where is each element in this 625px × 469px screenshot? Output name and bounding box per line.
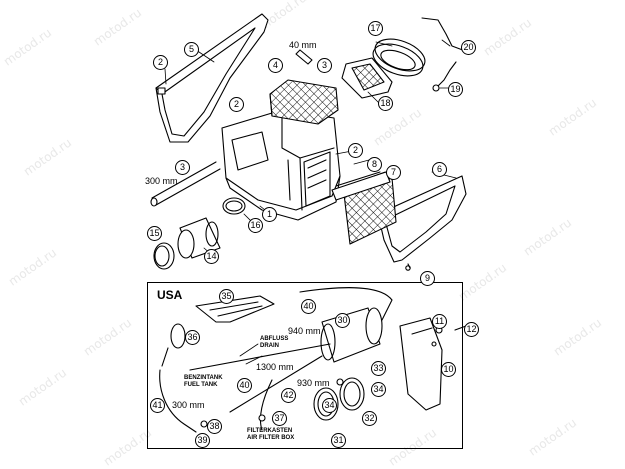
callout-15: 15	[147, 226, 162, 241]
callout-32: 32	[362, 411, 377, 426]
callout-16: 16	[248, 218, 263, 233]
callout-9: 9	[420, 271, 435, 286]
callout-14: 14	[204, 249, 219, 264]
callout-5: 5	[184, 42, 199, 57]
callout-6: 6	[432, 162, 447, 177]
dimension-label: 940 mm	[288, 326, 321, 336]
callout-7: 7	[386, 165, 401, 180]
callout-19: 19	[448, 82, 463, 97]
callout-17: 17	[368, 21, 383, 36]
filter-frame	[341, 57, 393, 99]
callout-2: 2	[348, 143, 363, 158]
callout-35: 35	[219, 289, 234, 304]
callout-36: 36	[185, 330, 200, 345]
callout-34: 34	[371, 382, 386, 397]
inset-bracket-35	[195, 295, 275, 323]
hose-clamp-16	[222, 197, 246, 215]
gasket	[331, 171, 391, 201]
callout-10: 10	[441, 362, 456, 377]
callout-8: 8	[367, 157, 382, 172]
dimension-label: 1300 mm	[256, 362, 294, 372]
dimension-label: 300 mm	[172, 400, 205, 410]
inset-leader-lines	[239, 343, 263, 365]
inset-valves	[200, 378, 344, 428]
callout-12: 12	[464, 322, 479, 337]
dimension-label: 930 mm	[297, 378, 330, 388]
sleeve-40mm	[295, 49, 313, 65]
callout-37: 37	[272, 411, 287, 426]
dimension-label: 300 mm	[145, 176, 178, 186]
callout-39: 39	[195, 433, 210, 448]
callout-18: 18	[378, 96, 393, 111]
callout-34: 34	[322, 398, 337, 413]
mud-flap	[399, 317, 443, 411]
hose-clamp-15	[153, 242, 175, 270]
inset-title: USA	[157, 288, 183, 302]
left-side-cover	[155, 13, 269, 143]
callout-2: 2	[153, 55, 168, 70]
usa-version-inset	[147, 282, 463, 449]
callout-40: 40	[237, 378, 252, 393]
filter-foam-ring	[372, 38, 426, 77]
callout-40: 40	[301, 299, 316, 314]
callout-38: 38	[207, 419, 222, 434]
hose-300mm	[150, 161, 221, 207]
right-side-cover	[377, 175, 467, 271]
airbox-housing	[221, 109, 341, 221]
dimension-label: 40 mm	[289, 40, 317, 50]
callout-42: 42	[281, 388, 296, 403]
callout-30: 30	[335, 313, 350, 328]
callout-2: 2	[229, 97, 244, 112]
callout-3: 3	[175, 160, 190, 175]
callout-3: 3	[317, 58, 332, 73]
callout-33: 33	[371, 361, 386, 376]
callout-31: 31	[331, 433, 346, 448]
retaining-wire	[421, 17, 469, 92]
air-filter-element	[269, 79, 339, 125]
intake-boot	[177, 217, 221, 259]
callout-4: 4	[268, 58, 283, 73]
callout-11: 11	[432, 314, 447, 329]
callout-20: 20	[461, 40, 476, 55]
callout-41: 41	[150, 398, 165, 413]
callout-1: 1	[262, 207, 277, 222]
